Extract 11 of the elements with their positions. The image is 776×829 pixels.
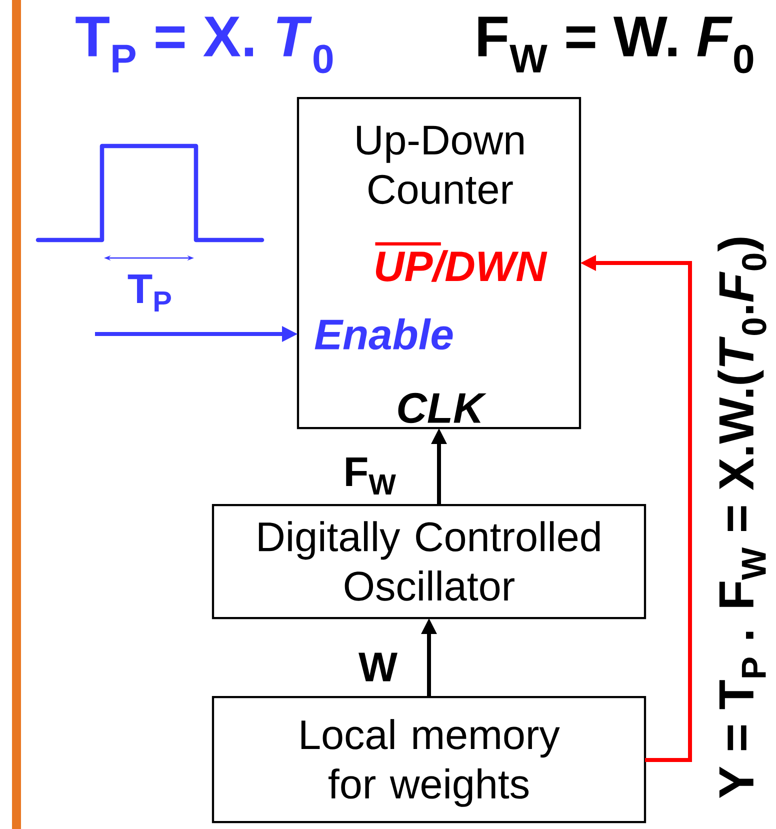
dimension-label: T$_{P}$ — [128, 274, 171, 312]
edge-label: F$_{W}$ — [346, 458, 396, 494]
equation-text: T$_{P}$ = X. T$_{0}$ — [76, 16, 333, 74]
oscillator-box: Digitally Controlled Oscillator — [212, 504, 646, 620]
port-label: UP/DWN — [375, 242, 548, 282]
edge-label: W — [358, 652, 398, 682]
port-label: CLK — [398, 392, 486, 424]
memory-box: Local memory for weights — [212, 696, 646, 824]
port-label: Enable — [314, 318, 453, 350]
equation-text: F$_{W}$ = W. F$_{0}$ — [478, 16, 754, 74]
equation-text: Y = T$_{P}$ . F$_{W}$ = X.W.(T$_{0}$.F$_{0}$) — [718, 238, 766, 798]
